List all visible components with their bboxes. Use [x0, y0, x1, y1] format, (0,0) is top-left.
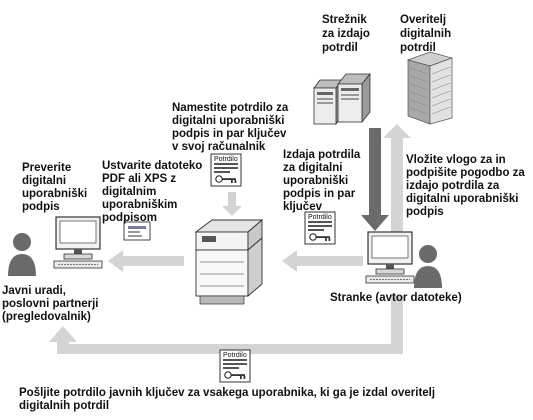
label-line: Vložite vlogo za in [406, 154, 506, 166]
label-line: digitalnih [400, 28, 451, 40]
label-line: podpišite pogodbo za [406, 167, 525, 179]
label-line: Overitelj [400, 14, 446, 26]
label-line: za izdajo [322, 28, 370, 40]
label-line: PDF ali XPS z [102, 173, 176, 185]
label-line: potrdil [322, 42, 358, 54]
arrow-public-key-return [49, 296, 403, 354]
label-line: ključev [283, 201, 323, 213]
arrow-apply-up [383, 124, 411, 236]
office-person-icon [8, 233, 36, 276]
label-line: digitalnim [102, 186, 156, 198]
pdf-document-icon [123, 221, 151, 241]
label-line: v svoj računalnik [172, 141, 266, 153]
label-line: Izdaja potrdila [283, 149, 361, 161]
label-line: potrdil [400, 42, 436, 54]
label-line: Namestite potrdilo za [172, 102, 289, 114]
certificate-icon-install: Potrdilo [210, 153, 242, 187]
svg-text:Potrdilo: Potrdilo [214, 156, 238, 163]
certificate-icon-public-key: Potrdilo [219, 349, 251, 383]
svg-text:Potrdilo: Potrdilo [223, 352, 247, 359]
arrows [49, 124, 411, 354]
label-line: izdajo potrdila za [406, 180, 500, 192]
arrow-client-to-printer [282, 250, 363, 272]
ca-authority-building [406, 51, 454, 125]
label-line: podpisom [102, 212, 157, 224]
label-send-public-key: Pošljite potrdilo javnih ključev za vsak… [19, 387, 435, 412]
label-client: Stranke (avtor datoteke) [330, 292, 462, 304]
label-line: podpis in par [283, 188, 356, 200]
label-offices: Javni uradi,poslovni partnerji(pregledov… [2, 285, 99, 323]
server-tower-right [337, 72, 371, 124]
label-line: digitalni [22, 175, 66, 187]
label-line: podpis in par ključev [172, 128, 287, 140]
label-line: podpis [22, 201, 60, 213]
office-computer [53, 216, 103, 269]
label-line: uporabniški [283, 175, 348, 187]
client-person-icon [414, 245, 442, 288]
label-line: Ustvarite datoteko [102, 160, 202, 172]
client-computer [365, 231, 415, 284]
label-ca-authority: Overitelj digitalnih potrdil [400, 14, 451, 54]
label-line: digitalnih potrdil [19, 400, 109, 412]
label-line: Pošljite potrdilo javnih ključev za vsak… [19, 387, 435, 399]
label-line: za digitalni [283, 162, 342, 174]
label-line: poslovni partnerji [2, 298, 99, 310]
label-line: Javni uradi, [2, 285, 66, 297]
label-line: digitalni uporabniški [172, 115, 284, 127]
arrow-install-down [222, 192, 242, 216]
svg-text:Potrdilo: Potrdilo [308, 214, 332, 221]
arrow-printer-to-office [108, 250, 184, 272]
label-line: (pregledovalnik) [2, 311, 91, 323]
certificate-icon-issue: Potrdilo [304, 211, 336, 245]
label-line: Strežnik [322, 14, 367, 26]
label-ca-server: Strežnik za izdajo potrdil [322, 14, 370, 54]
arrow-issue-down [361, 128, 389, 231]
label-line: digitalni uporabniški [406, 193, 518, 205]
label-line: podpis [406, 206, 444, 218]
ca-server-illustration [313, 72, 371, 126]
mfp-printer [194, 219, 264, 305]
label-line: Preverite [22, 162, 71, 174]
label-line: uporabniškim [102, 199, 177, 211]
label-line: uporabniški [22, 188, 87, 200]
